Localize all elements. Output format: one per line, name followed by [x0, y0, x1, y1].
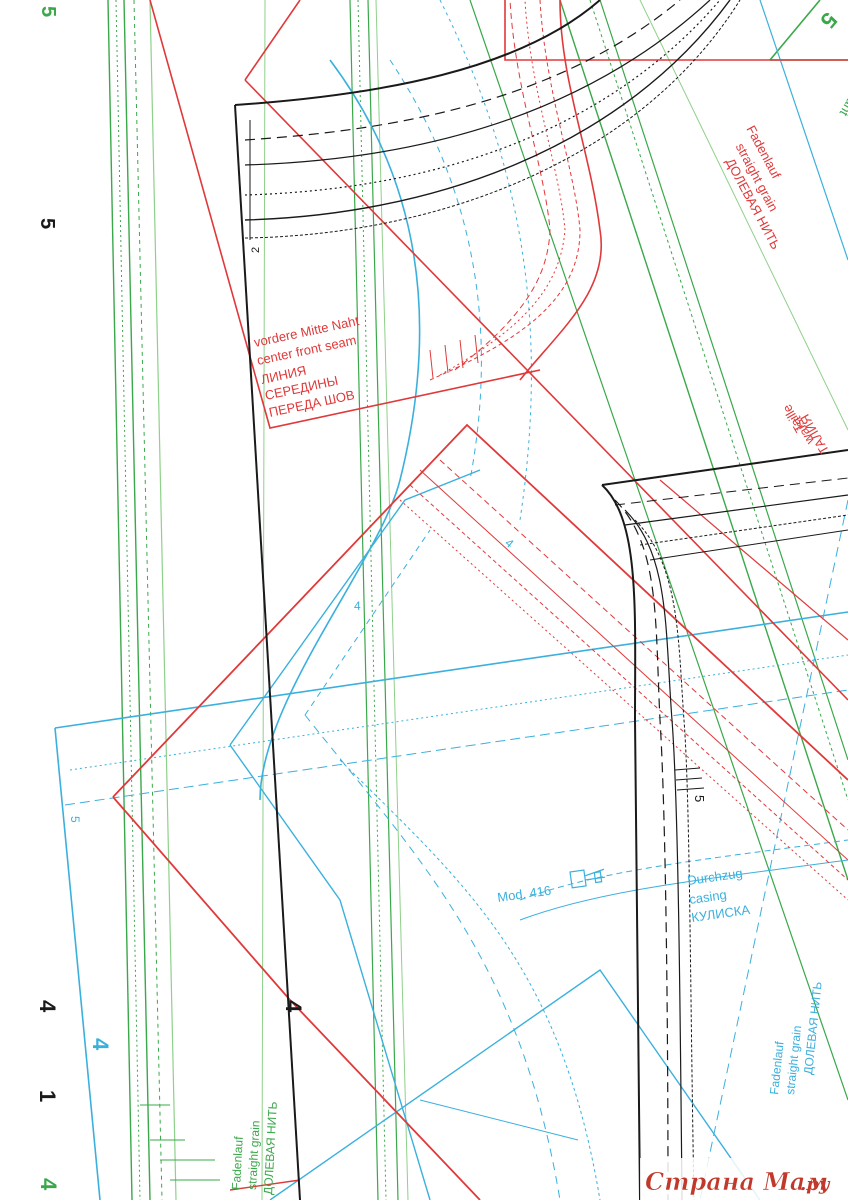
casing-de: Durchzug — [686, 865, 743, 888]
green-pattern-lines — [107, 0, 848, 1200]
red-pattern-lines — [112, 0, 848, 1200]
corner-size-number: 5 — [815, 8, 842, 33]
black-pattern-lines — [234, 0, 848, 1200]
casing-label: Mod. 416 Durchzug casing КУЛИСКА — [496, 865, 751, 925]
margin-number-black-5: 5 — [36, 218, 58, 229]
grain-bl-de: Fadenlauf — [229, 1135, 246, 1190]
size-mark-4-blue: 4 — [88, 1038, 113, 1051]
casing-symbol-icon — [569, 868, 606, 889]
casing-en: casing — [688, 887, 727, 907]
casing-model: Mod. 416 — [496, 883, 552, 905]
site-watermark: Страна Мам .ру — [640, 1158, 848, 1200]
size-mark-5-a: 5 — [68, 816, 82, 823]
grain-bl-en: straight grain — [245, 1120, 263, 1190]
corner-label-naht: Naht — [837, 88, 848, 120]
size-mark-4-big: 4 — [281, 1000, 306, 1013]
grain-br-en: straight grain — [783, 1025, 804, 1095]
size-mark-4-a: 4 — [354, 599, 361, 613]
grain-br-de: Fadenlauf — [767, 1040, 787, 1095]
margin-number-green-bottom: 4 — [36, 1178, 61, 1191]
margin-number-black-1: 1 — [35, 1090, 60, 1102]
size-mark-5-b: 5 — [692, 795, 707, 802]
watermark-logo: Страна Мам — [645, 1167, 828, 1196]
grain-bl-ru: ДОЛЕВАЯ НИТЬ — [261, 1101, 280, 1195]
grain-br-ru: ДОЛЕВАЯ НИТЬ — [801, 981, 825, 1075]
size-mark-4-b: 4 — [502, 536, 516, 551]
grain-label-bottom-right: Fadenlauf straight grain ДОЛЕВАЯ НИТЬ — [767, 981, 825, 1095]
margin-number-black-4: 4 — [35, 1000, 60, 1013]
grain-label-bottom-left: Fadenlauf straight grain ДОЛЕВАЯ НИТЬ — [229, 1101, 280, 1195]
blue-pattern-lines — [54, 0, 848, 1200]
margin-number-green-top: 5 — [37, 6, 59, 17]
watermark-suffix: .ру — [800, 1174, 831, 1195]
size-mark-2: 2 — [250, 247, 262, 253]
center-front-seam-label: vordere Mitte Naht center front seam ЛИН… — [253, 313, 361, 420]
waist-label: Taille waist ТАЛИЯ — [779, 402, 832, 457]
grain-label-top-right: ДОЛЕВАЯ НИТЬ straight grain Fadenlauf — [723, 123, 784, 252]
